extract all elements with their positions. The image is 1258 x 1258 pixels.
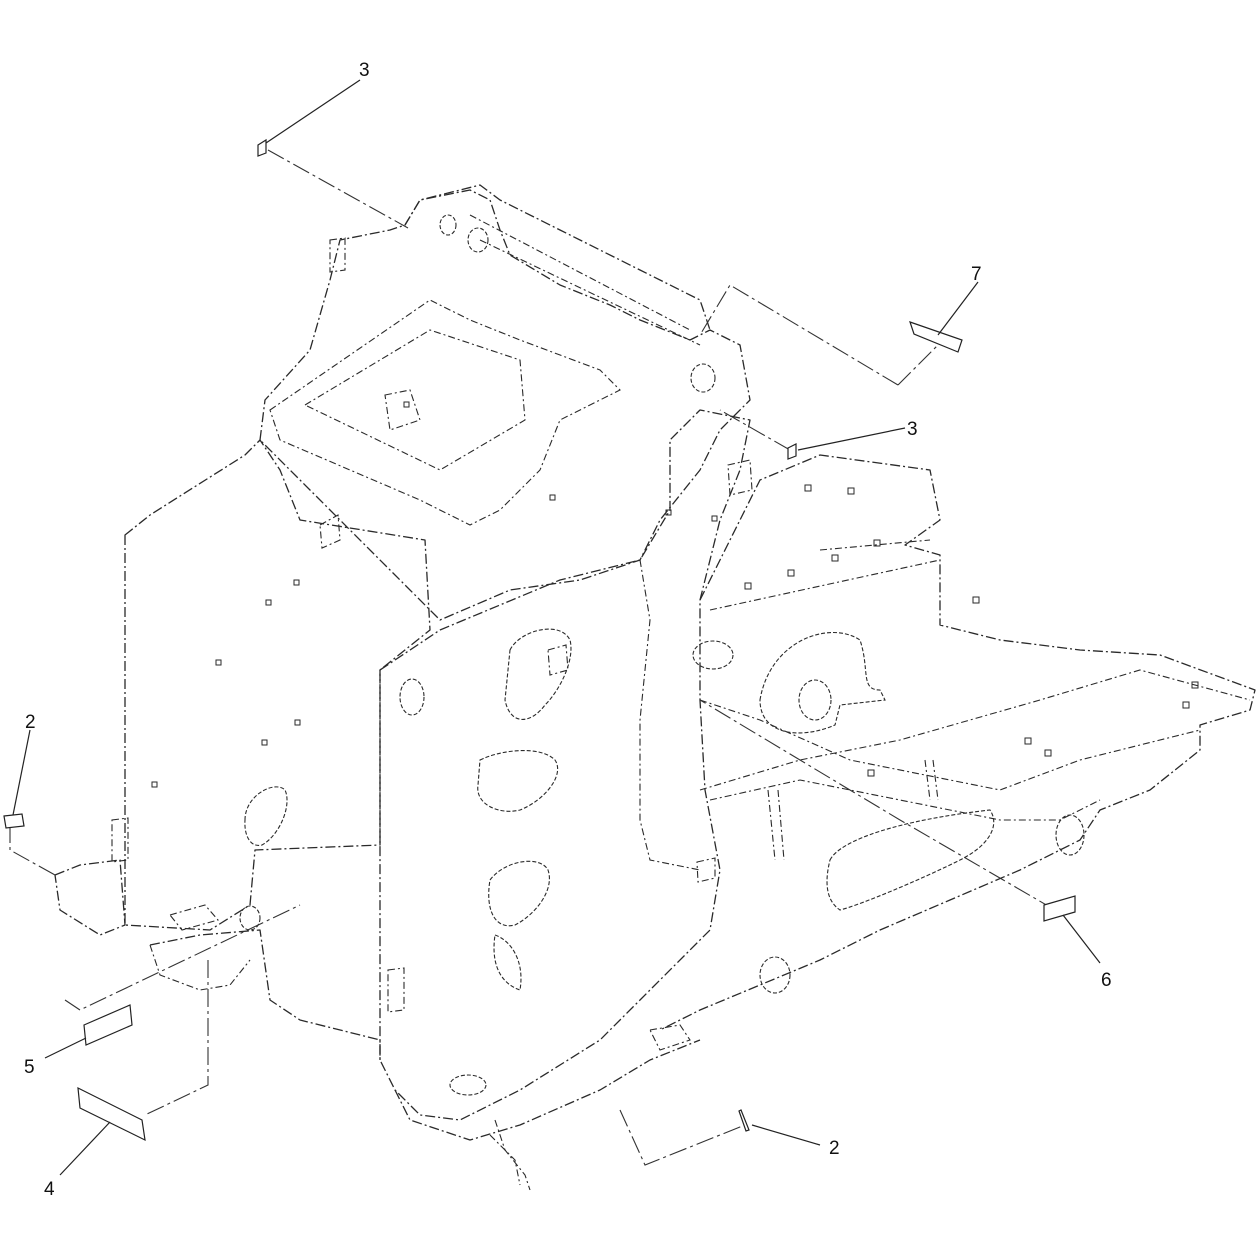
callout-labels: 3 7 3 2 6 5 4 2 [24,60,1112,1200]
decal-2-left [3,813,25,829]
decal-4 [77,1086,146,1142]
decal-3-top [257,138,267,157]
decal-5 [83,1004,133,1046]
chassis-frame [54,184,1256,1191]
callout-leaders [12,79,1101,1176]
decal-3-right [787,443,797,460]
callout-5: 5 [24,1057,35,1078]
placement-lines [9,149,1056,1166]
decals [3,138,1076,1142]
callout-7: 7 [971,264,982,285]
callout-2-bottom: 2 [829,1138,840,1159]
callout-6: 6 [1101,970,1112,991]
callout-3-top: 3 [359,60,370,81]
decal-6 [1043,895,1076,922]
decal-7 [909,321,963,353]
decal-2-bottom [738,1109,750,1132]
callout-3-right: 3 [907,419,918,440]
callout-2-left: 2 [25,712,36,733]
callout-4: 4 [44,1179,55,1200]
